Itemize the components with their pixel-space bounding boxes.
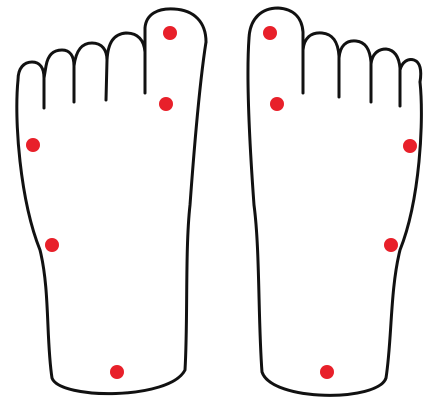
left-foot-point-big-toe bbox=[163, 26, 177, 40]
left-foot-point-heel bbox=[110, 365, 124, 379]
right-foot-point-outer-upper bbox=[403, 139, 417, 153]
left-foot-toe-5 bbox=[18, 62, 44, 108]
right-foot-toe-2 bbox=[303, 33, 339, 97]
left-foot-toe-3 bbox=[74, 43, 107, 100]
right-foot-toe-3 bbox=[339, 41, 371, 102]
left-foot-point-ball bbox=[159, 97, 173, 111]
right-foot-point-outer-mid bbox=[384, 238, 398, 252]
right-foot bbox=[248, 8, 421, 395]
right-foot-point-ball bbox=[270, 97, 284, 111]
left-foot bbox=[17, 9, 206, 394]
left-foot-point-outer-upper bbox=[26, 138, 40, 152]
right-foot-point-heel bbox=[320, 365, 334, 379]
left-foot-toe-2 bbox=[107, 33, 145, 93]
right-foot-sole-outline bbox=[248, 38, 421, 395]
right-foot-toe-4 bbox=[371, 49, 400, 106]
left-foot-point-outer-mid bbox=[45, 238, 59, 252]
right-foot-point-big-toe bbox=[263, 26, 277, 40]
left-foot-toe-4 bbox=[44, 50, 74, 102]
right-foot-toe-1 bbox=[249, 8, 303, 93]
right-foot-toe-5 bbox=[400, 59, 421, 82]
